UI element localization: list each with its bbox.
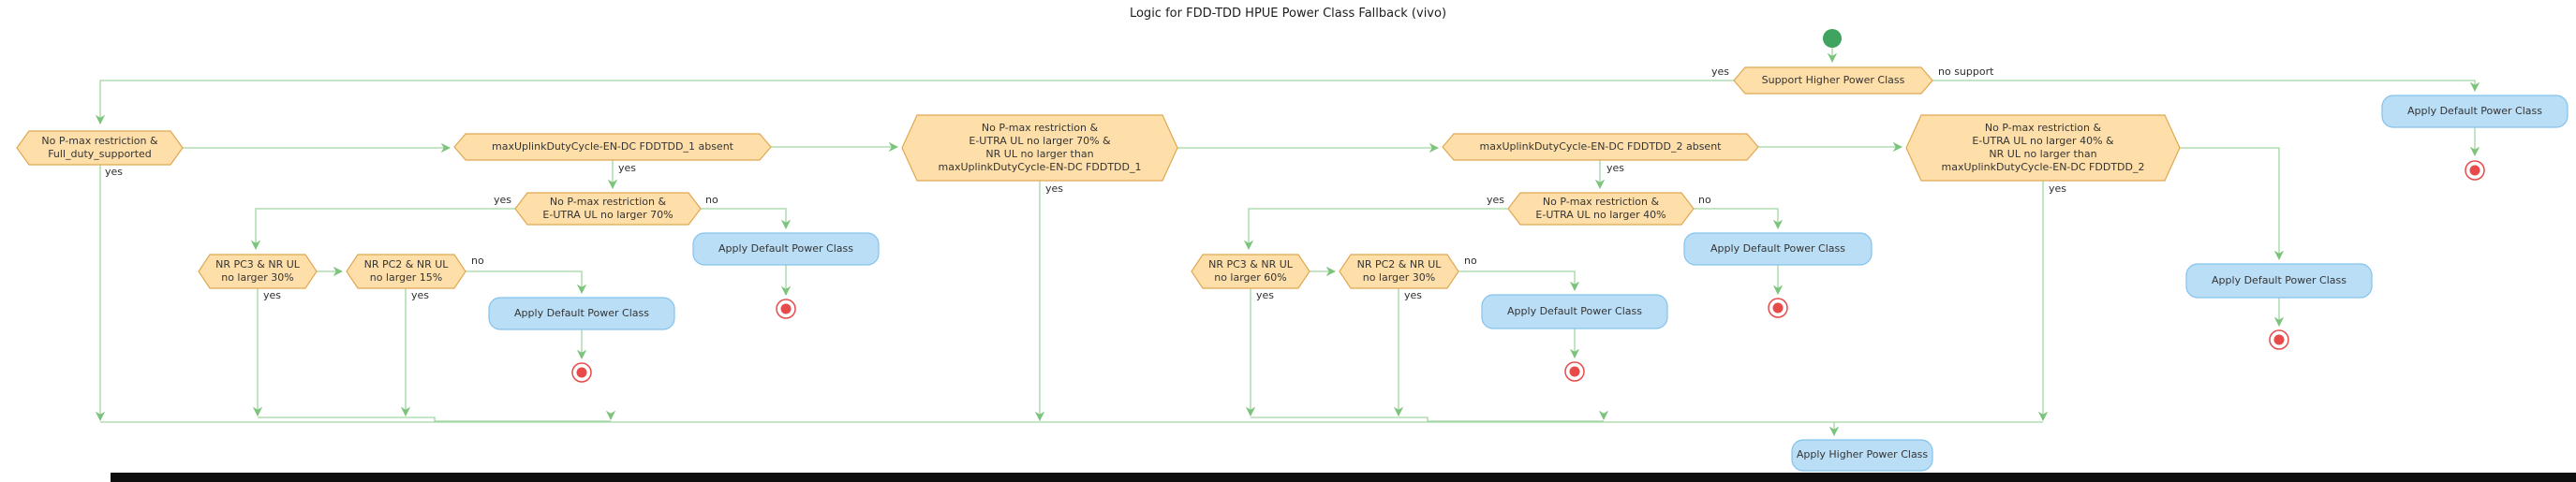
end-nodes — [571, 160, 2485, 383]
label-apply-default-2: Apply Default Power Class — [718, 241, 853, 255]
edge-label-support-yes: yes — [1710, 66, 1729, 78]
edge-h6-no — [1694, 208, 1784, 230]
label-duty1-absent: maxUplinkDutyCycle-EN-DC FDDTDD_1 absent — [492, 139, 733, 153]
end-node-2 — [776, 299, 796, 319]
condition-duty-cycle-2-absent — [1442, 133, 1759, 161]
label-apply-default-6: Apply Default Power Class — [2407, 104, 2542, 117]
edge-h7-else — [2180, 147, 2285, 261]
end-node-1 — [571, 362, 592, 383]
edge-label-h5-yes: yes — [1606, 162, 1625, 174]
condition-composite-fddtdd2 — [1905, 114, 2181, 182]
bottom-dark-strip — [111, 473, 2576, 482]
end-node-4 — [1768, 298, 1788, 318]
edge-label-h1-yes: yes — [105, 166, 124, 178]
action-apply-higher — [1791, 439, 1933, 472]
condition-composite-fddtdd1 — [901, 114, 1178, 182]
action-apply-default-4 — [1683, 232, 1873, 266]
label-pc2-15: NR PC2 & NR UL no larger 15% — [363, 257, 449, 284]
edge-label-h6-no: no — [1698, 194, 1711, 206]
end-node-6 — [2465, 160, 2485, 181]
label-apply-higher: Apply Higher Power Class — [1796, 448, 1929, 461]
edge-label-pc3L-yes: yes — [263, 289, 282, 301]
edge-h3-yes — [250, 208, 515, 251]
end-node-5 — [2269, 329, 2289, 350]
edge-label-h2-yes: yes — [618, 162, 637, 174]
edges — [95, 48, 2480, 437]
condition-support-higher-power-class — [1733, 66, 1933, 95]
edge-pc2L-no — [466, 270, 587, 295]
edge-label-pc2L-no: no — [471, 255, 484, 267]
diagram-title: Logic for FDD-TDD HPUE Power Class Fallb… — [1129, 7, 1447, 21]
edge-h3-no — [701, 208, 792, 230]
edge-label-pc2R-yes: yes — [1404, 289, 1423, 301]
edge-label-no-support: no support — [1938, 66, 1994, 78]
edge-pc2R-no — [1458, 270, 1580, 292]
action-apply-default-5 — [2185, 263, 2373, 299]
label-apply-default-4: Apply Default Power Class — [1710, 241, 1845, 255]
edge-label-pc2R-no: no — [1464, 255, 1477, 267]
edge-h6-yes — [1243, 208, 1508, 251]
label-duty2-absent: maxUplinkDutyCycle-EN-DC FDDTDD_2 absent — [1479, 139, 1722, 153]
label-pc2-30: NR PC2 & NR UL no larger 30% — [1356, 257, 1442, 284]
start-node — [1823, 29, 1842, 48]
edge-label-h3-yes: yes — [493, 194, 511, 206]
condition-pc2-15 — [346, 254, 466, 289]
edge-label-h4-yes: yes — [1045, 183, 1064, 195]
edge-label-h3-no: no — [705, 194, 718, 206]
edge-label-h6-yes: yes — [1486, 194, 1504, 206]
edge-support-yes — [95, 80, 1734, 125]
action-apply-default-3 — [1481, 294, 1668, 329]
label-apply-default-1: Apply Default Power Class — [514, 306, 649, 319]
label-pc3-60: NR PC3 & NR UL no larger 60% — [1208, 257, 1293, 284]
action-apply-default-6 — [2381, 95, 2569, 128]
label-full-duty: No P-max restriction & Full_duty_support… — [41, 134, 158, 160]
condition-pc2-30 — [1339, 254, 1459, 289]
label-eutra40: No P-max restriction & E-UTRA UL no larg… — [1535, 195, 1666, 221]
label-apply-default-3: Apply Default Power Class — [1507, 304, 1642, 317]
condition-pc3-60 — [1191, 254, 1310, 289]
merge-line-inner-right — [1251, 416, 1604, 422]
condition-full-duty-supported — [16, 130, 184, 166]
action-apply-default-1 — [488, 297, 675, 330]
edge-label-pc2L-yes: yes — [411, 289, 430, 301]
end-node-3 — [1564, 361, 1585, 382]
condition-eutra-70 — [514, 192, 702, 226]
label-composite1: No P-max restriction & E-UTRA UL no larg… — [938, 121, 1142, 174]
condition-duty-cycle-1-absent — [453, 133, 772, 161]
edge-support-nosupport — [1932, 80, 2480, 93]
condition-pc3-30 — [198, 254, 318, 289]
edge-label-h7-yes: yes — [2049, 183, 2067, 195]
label-apply-default-5: Apply Default Power Class — [2212, 273, 2347, 286]
label-pc3-30: NR PC3 & NR UL no larger 30% — [215, 257, 300, 284]
merge-line-inner-left — [258, 416, 611, 422]
label-composite2: No P-max restriction & E-UTRA UL no larg… — [1941, 121, 2145, 174]
action-apply-default-2 — [692, 232, 880, 266]
condition-eutra-40 — [1507, 192, 1695, 226]
label-eutra70: No P-max restriction & E-UTRA UL no larg… — [542, 195, 674, 221]
edge-label-pc3R-yes: yes — [1256, 289, 1275, 301]
label-support: Support Higher Power Class — [1761, 73, 1905, 86]
